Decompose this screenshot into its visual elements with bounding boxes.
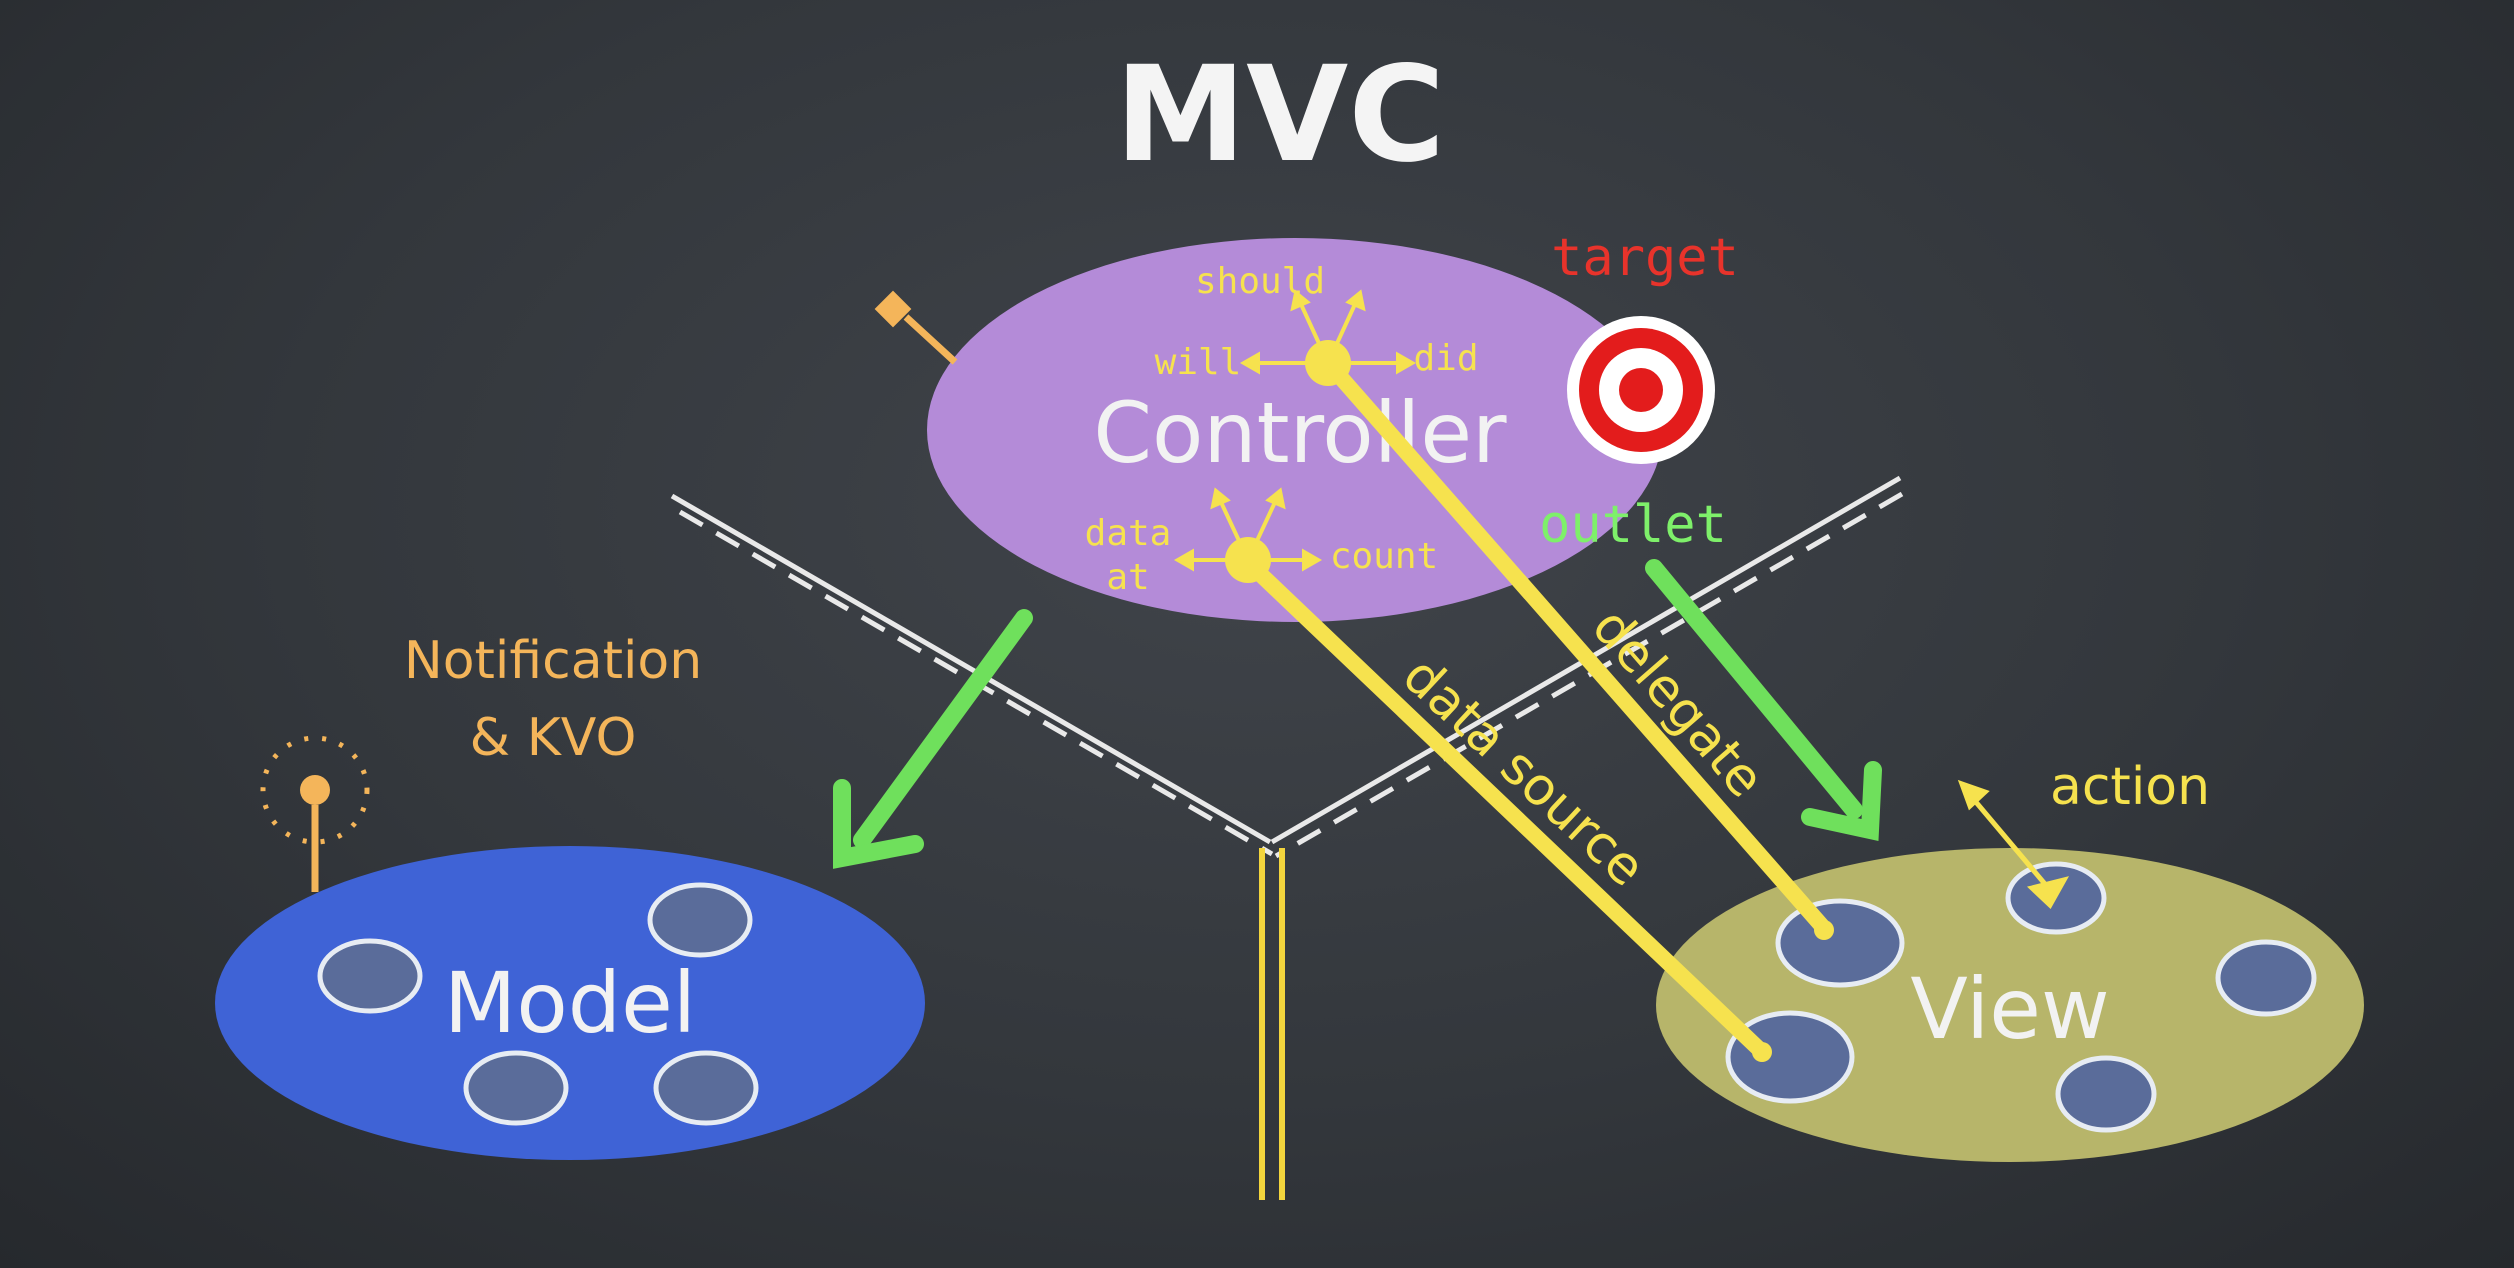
target-icon xyxy=(1567,316,1715,464)
action-arrow xyxy=(1957,779,2070,910)
count-label: count xyxy=(1330,536,1438,577)
will-label: will xyxy=(1155,342,1242,383)
model-sub-objects xyxy=(317,882,759,1126)
radio-tower-icon xyxy=(260,735,370,892)
target-label: target xyxy=(1551,228,1739,288)
notification-label-line2: & KVO xyxy=(470,708,637,768)
data-label: data xyxy=(1085,513,1172,554)
delegate-connection xyxy=(1328,364,1834,940)
slide-title: MVC xyxy=(1115,38,1445,192)
outlet-arrow xyxy=(1645,559,1882,842)
view-label: View xyxy=(1910,960,2109,1058)
controller-lower-node xyxy=(1173,487,1323,583)
antenna-icon xyxy=(874,290,958,365)
notification-label-line1: Notification xyxy=(404,631,702,691)
delegate-label: delegate xyxy=(1580,597,1775,809)
controller-label: Controller xyxy=(1093,384,1507,482)
controller-to-model-arrow xyxy=(833,609,1033,869)
did-label: did xyxy=(1413,338,1478,379)
action-label: action xyxy=(2050,757,2210,817)
should-label: should xyxy=(1195,261,1325,302)
at-label: at xyxy=(1106,557,1149,598)
model-label: Model xyxy=(444,954,696,1052)
data-source-connection xyxy=(1248,562,1772,1062)
outlet-label: outlet xyxy=(1539,495,1727,555)
